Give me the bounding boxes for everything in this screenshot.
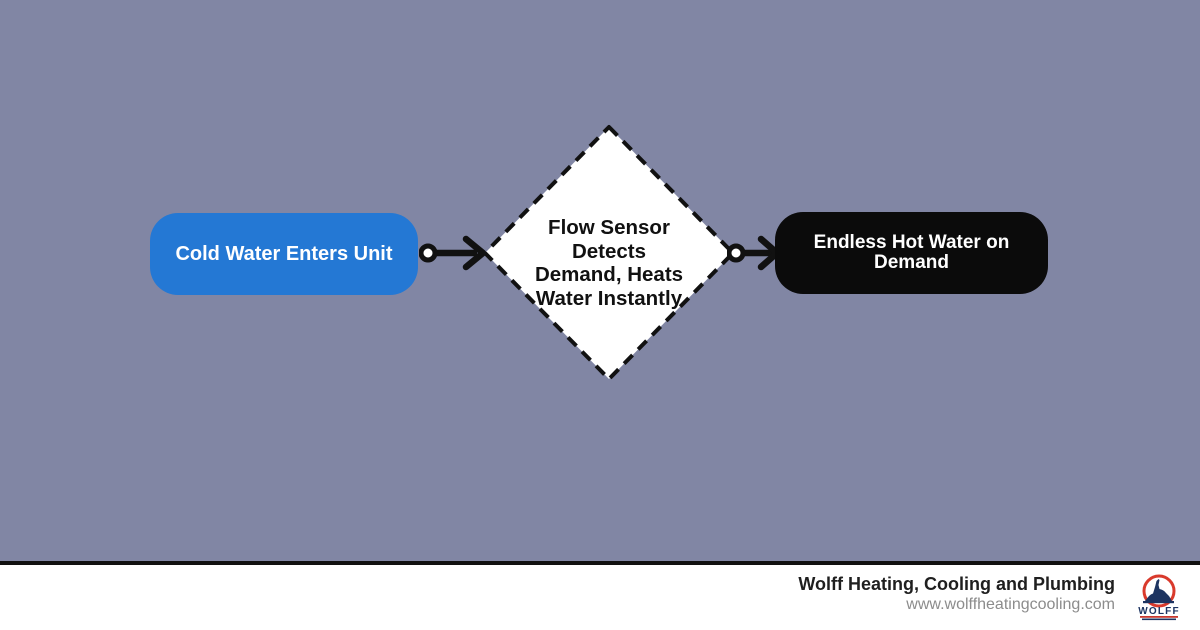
logo-tagline-strip-blue: [1142, 618, 1176, 621]
footer-divider-line: [0, 561, 1200, 565]
diamond-shape: [483, 125, 735, 381]
website-url[interactable]: www.wolffheatingcooling.com: [906, 596, 1115, 613]
logo-tagline-strip-red: [1140, 616, 1178, 618]
logo-ring-icon: [1142, 574, 1176, 608]
node-cold-water-label: Cold Water Enters Unit: [175, 243, 393, 265]
node-hot-water: Endless Hot Water on Demand: [775, 212, 1048, 294]
connector-origin-dot: [419, 243, 438, 263]
connector-cold-to-sensor: [419, 235, 487, 271]
node-flow-sensor-label: Flow Sensor Detects Demand, Heats Water …: [534, 216, 684, 310]
connector-origin-dot: [727, 243, 746, 263]
footer-text-block: Wolff Heating, Cooling and Plumbing www.…: [798, 573, 1115, 615]
node-hot-water-label: Endless Hot Water on Demand: [813, 232, 1010, 273]
footer-bar: Wolff Heating, Cooling and Plumbing www.…: [0, 565, 1200, 630]
node-cold-water: Cold Water Enters Unit: [150, 213, 418, 295]
wolff-logo: WOLFF: [1138, 574, 1180, 621]
node-flow-sensor-diamond: [483, 125, 735, 381]
logo-wordmark: WOLFF: [1138, 606, 1180, 617]
company-name: Wolff Heating, Cooling and Plumbing: [798, 574, 1115, 594]
wolf-icon: [1145, 579, 1172, 601]
logo-base: [1143, 601, 1174, 604]
